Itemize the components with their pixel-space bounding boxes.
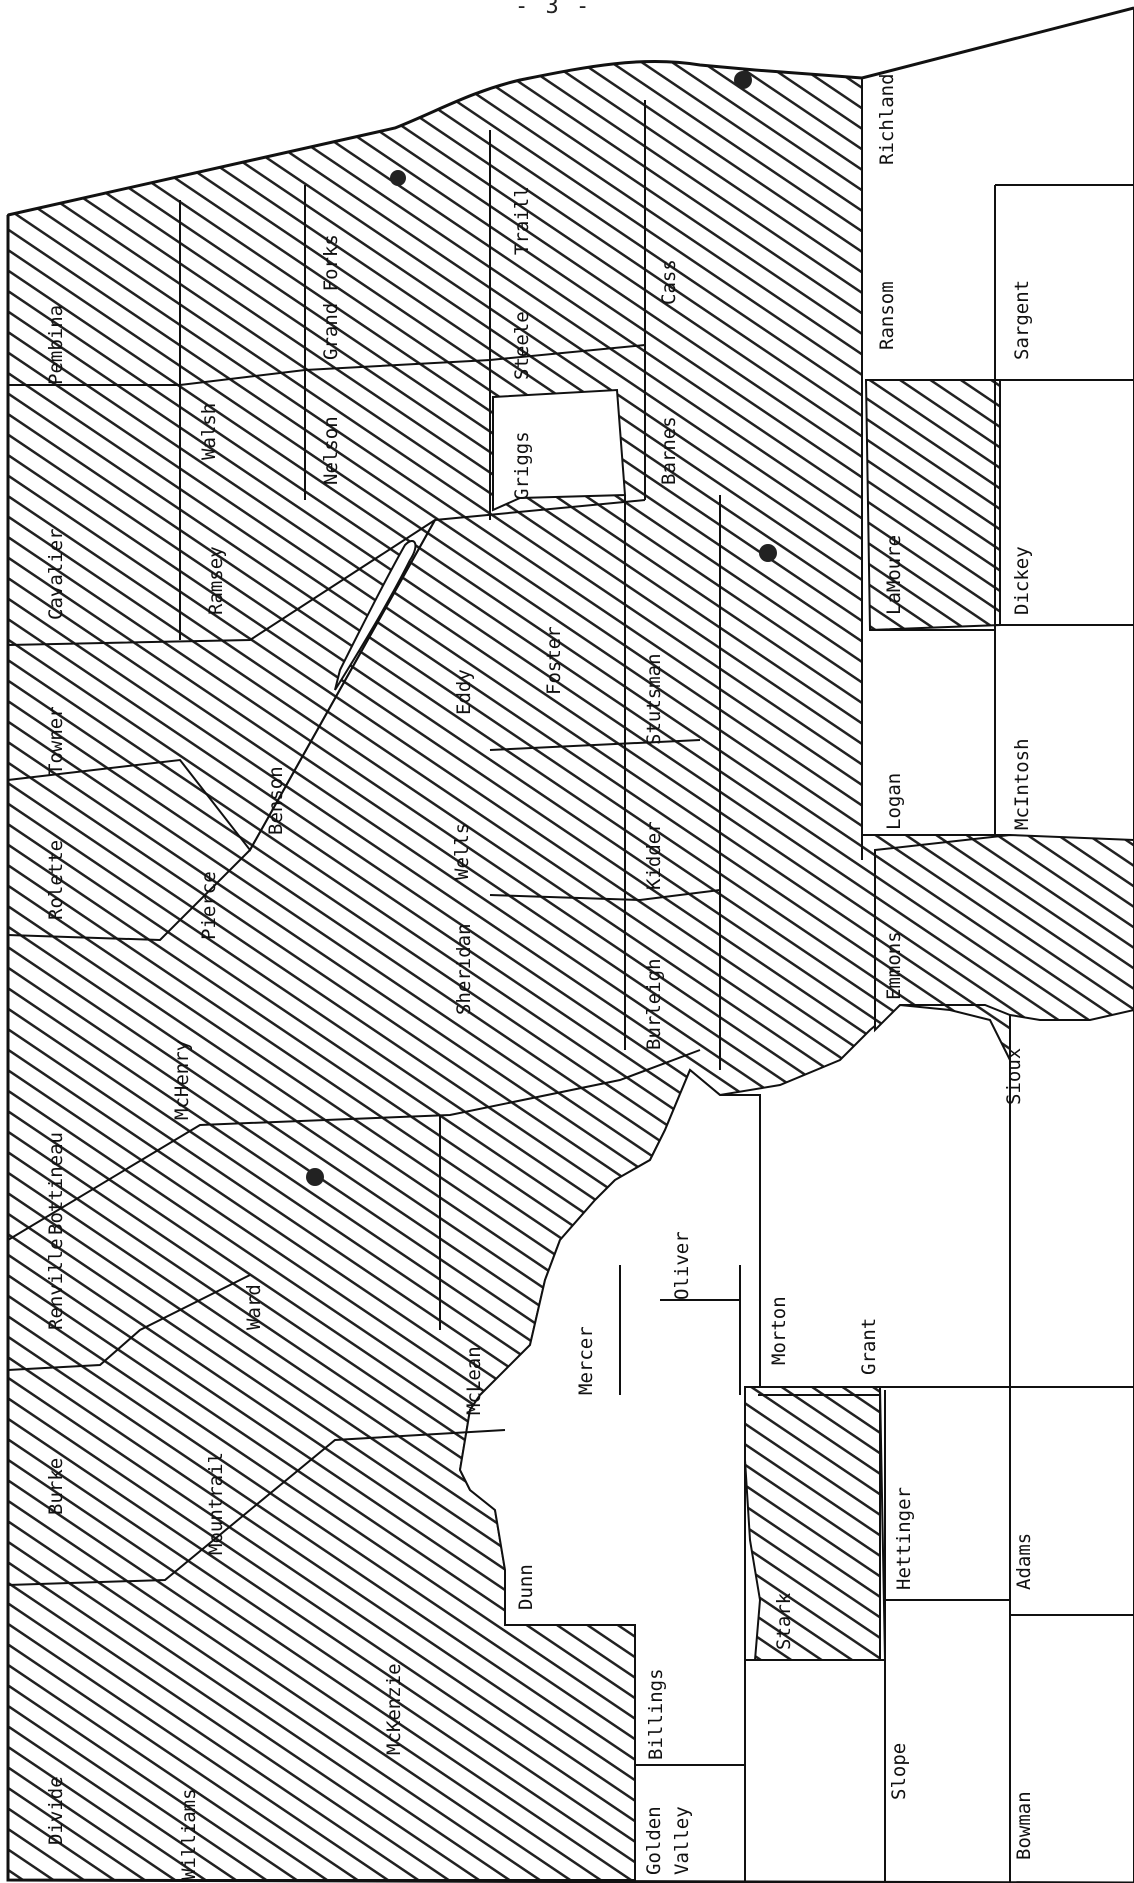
label-ransom: Ransom bbox=[876, 281, 898, 350]
label-walsh: Walsh bbox=[198, 403, 220, 460]
label-mckenzie: McKenzie bbox=[383, 1663, 405, 1755]
label-golden: Golden bbox=[643, 1806, 665, 1875]
county-boundaries bbox=[7, 78, 1134, 1883]
label-nelson: Nelson bbox=[320, 416, 342, 485]
label-bottineau: Bottineau bbox=[45, 1132, 67, 1235]
label-dickey: Dickey bbox=[1011, 546, 1033, 615]
label-pembina: Pembina bbox=[45, 305, 67, 385]
page-number: - 3 - bbox=[515, 0, 592, 19]
city-markers bbox=[306, 71, 777, 1186]
label-wells: Wells bbox=[451, 823, 473, 880]
label-sheridan: Sheridan bbox=[453, 923, 475, 1015]
label-foster: Foster bbox=[543, 626, 565, 695]
label-rolette: Rolette bbox=[45, 840, 67, 920]
label-mcintosh: McIntosh bbox=[1011, 738, 1033, 830]
griggs-unshaded bbox=[492, 388, 627, 512]
label-kidder: Kidder bbox=[643, 821, 665, 890]
label-renville: Renville bbox=[45, 1238, 67, 1330]
label-eddy: Eddy bbox=[453, 669, 475, 715]
label-stutsman: Stutsman bbox=[643, 653, 665, 745]
label-oliver: Oliver bbox=[671, 1231, 693, 1300]
label-mercer: Mercer bbox=[575, 1326, 597, 1395]
label-billings: Billings bbox=[645, 1668, 667, 1760]
label-emmons: Emmons bbox=[883, 931, 905, 1000]
label-williams: Williams bbox=[178, 1788, 200, 1880]
label-traill: Traill bbox=[511, 186, 533, 255]
label-burleigh: Burleigh bbox=[643, 958, 665, 1050]
label-bowman: Bowman bbox=[1013, 1791, 1035, 1860]
label-steele: Steele bbox=[511, 311, 533, 380]
label-dunn: Dunn bbox=[515, 1564, 537, 1610]
label-sargent: Sargent bbox=[1011, 280, 1033, 360]
county-labels: Divide Burke Renville Bottineau Rolette … bbox=[45, 73, 1035, 1880]
label-mchenry: McHenry bbox=[171, 1040, 193, 1120]
label-burke: Burke bbox=[45, 1458, 67, 1515]
label-hettinger: Hettinger bbox=[893, 1487, 915, 1590]
label-ramsey: Ramsey bbox=[205, 546, 227, 615]
label-slope: Slope bbox=[888, 1743, 910, 1800]
label-benson: Benson bbox=[265, 766, 287, 835]
label-divide: Divide bbox=[45, 1776, 67, 1845]
label-cavalier: Cavalier bbox=[45, 528, 67, 620]
state-border bbox=[6, 6, 1134, 1883]
label-griggs: Griggs bbox=[511, 431, 533, 500]
label-richland: Richland bbox=[876, 73, 898, 165]
lake-outline bbox=[334, 540, 417, 691]
label-mountrail: Mountrail bbox=[205, 1452, 227, 1555]
label-sioux: Sioux bbox=[1003, 1048, 1025, 1105]
label-morton: Morton bbox=[768, 1296, 790, 1365]
label-grand-forks: Grand Forks bbox=[320, 234, 342, 360]
stark-shaded bbox=[744, 1386, 881, 1661]
label-lamoure: LaMoure bbox=[883, 535, 905, 615]
label-mclean: McLean bbox=[463, 1346, 485, 1415]
label-pierce: Pierce bbox=[198, 871, 220, 940]
label-cass: Cass bbox=[658, 259, 680, 305]
label-grant: Grant bbox=[858, 1318, 880, 1375]
label-adams: Adams bbox=[1013, 1533, 1035, 1590]
label-barnes: Barnes bbox=[658, 416, 680, 485]
label-valley: Valley bbox=[671, 1806, 693, 1875]
emmons-shaded bbox=[874, 833, 1134, 1033]
label-ward: Ward bbox=[243, 1284, 265, 1330]
label-stark: Stark bbox=[773, 1592, 795, 1650]
label-logan: Logan bbox=[883, 773, 905, 830]
label-towner: Towner bbox=[45, 706, 67, 775]
